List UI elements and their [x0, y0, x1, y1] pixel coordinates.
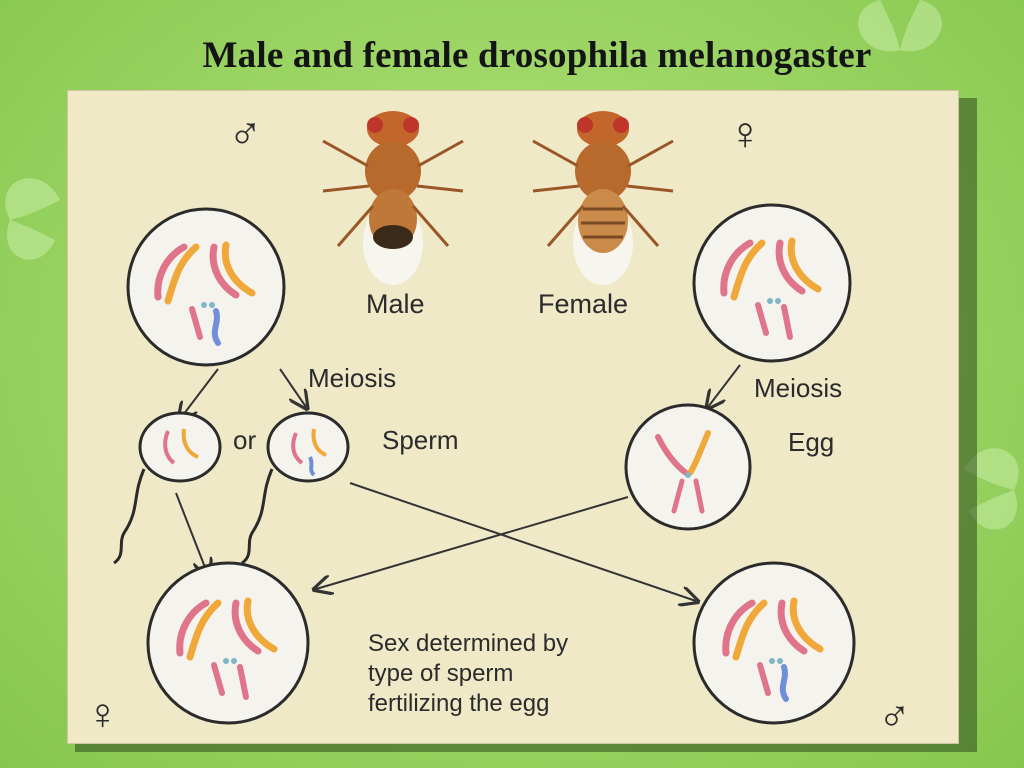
female-label: Female [538, 289, 628, 319]
female-parent-cell [692, 203, 852, 363]
male-parent-cell [126, 207, 286, 367]
sperm-cell-x [113, 411, 222, 565]
butterfly-decoration-top [858, 0, 942, 52]
sperm-label: Sperm [382, 425, 459, 455]
male-label: Male [366, 289, 425, 319]
male-symbol-bottom: ♂ [878, 692, 911, 741]
female-symbol-bottom: ♀ [86, 690, 119, 739]
male-fly-illustration [322, 111, 464, 285]
arrow-sperm-x-to-female-offspring [175, 492, 208, 575]
sperm-cell-y [241, 411, 350, 565]
sex-determination-diagram: ♂ ♀ Male Female Meiosis Meiosis [86, 107, 911, 741]
butterfly-decoration-right [964, 448, 1019, 530]
note-line-2: type of sperm [368, 660, 513, 687]
note-line-1: Sex determined by [368, 630, 568, 657]
slide-title: Male and female drosophila melanogaster [202, 35, 872, 76]
arrow-male-to-sperm-y [279, 368, 306, 407]
note-line-3: fertilizing the egg [368, 690, 549, 717]
arrow-male-to-sperm-x [180, 368, 219, 419]
meiosis-label-left: Meiosis [308, 363, 396, 393]
or-label: or [233, 425, 256, 455]
egg-label: Egg [788, 427, 834, 457]
female-offspring-cell [146, 561, 310, 725]
arrow-sperm-y-to-male-offspring [349, 482, 696, 601]
meiosis-label-right: Meiosis [754, 373, 842, 403]
arrow-female-to-egg [708, 364, 741, 407]
male-offspring-cell [692, 561, 856, 725]
butterfly-decoration-left [5, 178, 61, 260]
arrow-egg-to-female-offspring [316, 496, 629, 589]
female-fly-illustration [532, 111, 674, 285]
egg-cell [624, 403, 752, 531]
male-symbol-top: ♂ [228, 107, 263, 159]
female-symbol-top: ♀ [728, 107, 763, 159]
diagram-panel: ♂ ♀ Male Female Meiosis Meiosis [67, 90, 959, 744]
